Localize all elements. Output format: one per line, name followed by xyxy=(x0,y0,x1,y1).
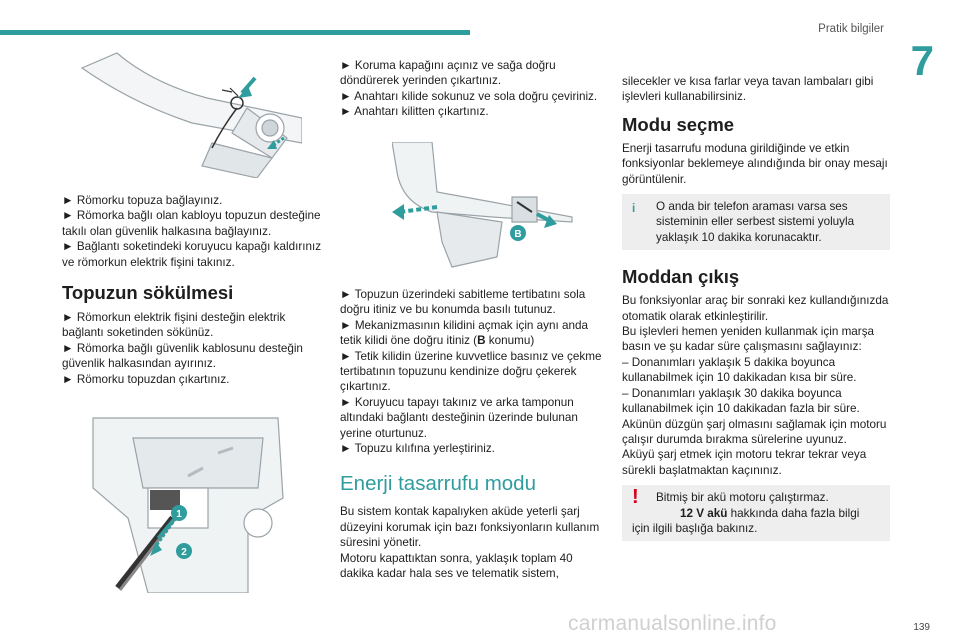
col1-step-2: ► Römorka bağlı olan kabloyu topuzun des… xyxy=(62,209,321,238)
info-icon: i xyxy=(632,202,636,216)
col2-step-3: ► Anahtarı kilitten çıkartınız. xyxy=(340,105,489,119)
col2-energy-p2: Motoru kapattıktan sonra, yaklaşık topla… xyxy=(340,551,573,581)
watermark: carmanualsonline.info xyxy=(568,612,777,635)
col2-step-2: ► Anahtarı kilide sokunuz ve sola doğru … xyxy=(340,89,598,103)
heading-modu-secme: Modu seçme xyxy=(622,113,735,135)
figure-label-1: 1 xyxy=(176,509,182,520)
col3-exit-p4: – Donanımları yaklaşık 30 dakika boyunca… xyxy=(622,386,860,416)
col2-step-7: ► Koruyucu tapayı takınız ve arka tampon… xyxy=(340,395,578,440)
figure-label-b: B xyxy=(514,229,521,240)
illustration-towball-release: B xyxy=(392,142,573,268)
figure-label-2: 2 xyxy=(181,547,187,558)
battery-12v: 12 V akü xyxy=(680,506,728,520)
warning-note: ! Bitmiş bir akü motoru çalıştırmaz. 12 … xyxy=(622,485,890,542)
chapter-number: 7 xyxy=(910,37,934,84)
col2-step-5: ► Mekanizmasının kilidini açmak için ayn… xyxy=(340,318,589,348)
col2-step-1: ► Koruma kapağını açınız ve sağa doğru d… xyxy=(340,59,556,88)
col1-remove-step-1: ► Römorkun elektrik fişini desteğin elek… xyxy=(62,311,286,340)
col3-exit-p2: Bu işlevleri hemen yeniden kullanmak içi… xyxy=(622,325,875,354)
col3-exit-p6: Aküyü şarj etmek için motoru tekrar tekr… xyxy=(622,448,867,477)
col3-p1: silecekler ve kısa farlar veya tavan lam… xyxy=(622,75,874,104)
col1-step-1: ► Römorku topuza bağlayınız. xyxy=(62,194,223,207)
section-title: Pratik bilgiler xyxy=(818,23,884,35)
col3-exit-p5: Akünün düzgün şarj olmasını sağlamak içi… xyxy=(622,417,887,446)
col3-p2: Enerji tasarrufu moduna girildiğinde ve … xyxy=(622,141,888,186)
col3-exit-p3: – Donanımları yaklaşık 5 dakika boyunca … xyxy=(622,355,857,385)
illustration-safety-cable xyxy=(80,52,302,178)
warning-line-1: Bitmiş bir akü motoru çalıştırmaz. xyxy=(656,491,829,505)
col2-step-6: ► Tetik kilidin üzerine kuvvetlice basın… xyxy=(340,349,602,394)
heading-moddan-cikis: Moddan çıkış xyxy=(622,266,740,288)
col2-energy-p1: Bu sistem kontak kapalıyken aküde yeterl… xyxy=(340,505,600,550)
warning-line-2: 12 V akü hakkında daha fazla bilgi için … xyxy=(632,506,860,535)
col1-remove-step-3: ► Römorku topuzdan çıkartınız. xyxy=(62,372,230,386)
col2-step-8: ► Topuzu kılıfına yerleştiriniz. xyxy=(340,442,495,456)
info-note: i O anda bir telefon araması varsa ses s… xyxy=(622,194,890,251)
warning-icon: ! xyxy=(632,486,639,509)
col2-step-4: ► Topuzun üzerindeki sabitleme tertibatı… xyxy=(340,288,586,317)
heading-topuzun-sokulmesi: Topuzun sökülmesi xyxy=(62,282,234,304)
col1-step-3: ► Bağlantı soketindeki koruyucu kapağı k… xyxy=(62,240,322,269)
info-text: O anda bir telefon araması varsa ses sis… xyxy=(656,200,855,244)
col1-remove-step-2: ► Römorka bağlı güvenlik kablosunu deste… xyxy=(62,341,303,371)
position-b: B xyxy=(477,334,486,348)
header-accent-bar xyxy=(0,30,470,35)
illustration-electrical-socket: 1 2 xyxy=(92,417,284,593)
heading-enerji-tasarrufu: Enerji tasarrufu modu xyxy=(340,472,536,496)
page-number: 139 xyxy=(913,622,930,633)
col3-exit-p1: Bu fonksiyonlar araç bir sonraki kez kul… xyxy=(622,294,889,323)
